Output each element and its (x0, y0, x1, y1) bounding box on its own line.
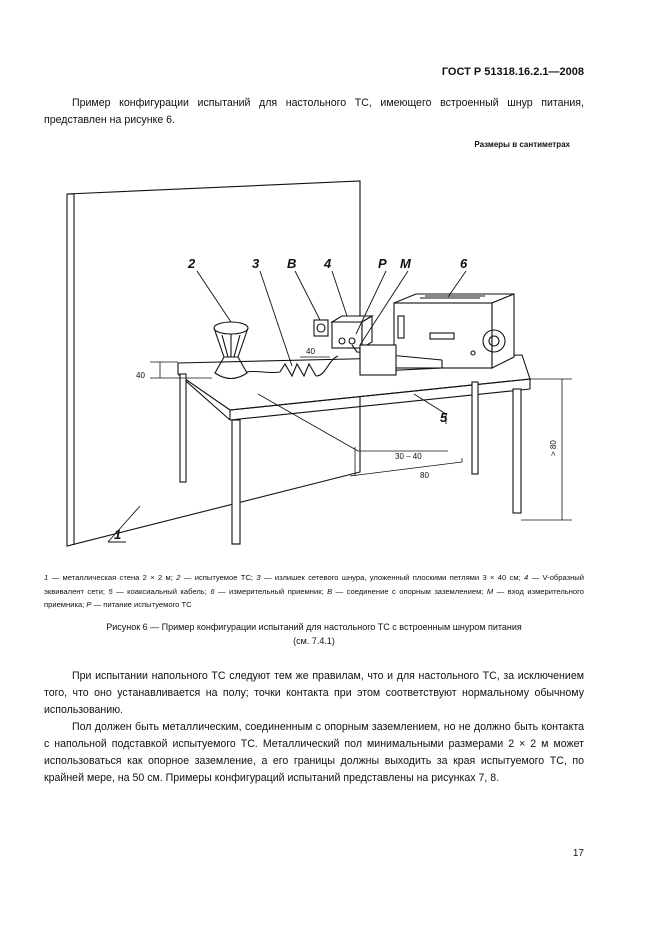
cord-loops (245, 355, 339, 378)
callout-3: 3 (252, 256, 260, 271)
legend-key-m: М (486, 586, 494, 596)
table (177, 354, 531, 545)
coax-cable (351, 344, 443, 376)
legend-item-m: — вход измерительного приемника; (44, 586, 584, 610)
dim-30-40: 30 – 40 (395, 452, 422, 461)
legend-item-5: — коаксиальный кабель; (112, 586, 211, 596)
paragraph-metal-floor: Пол должен быть металлическим, соединенн… (44, 721, 584, 784)
legend-item-2: — испытуемое ТС; (180, 573, 257, 582)
legend-item-4: — V-образный эквивалент сети; (44, 573, 585, 596)
eut-device (213, 321, 249, 380)
caption-reference: (см. 7.4.1) (293, 636, 335, 646)
callout-p: Р (378, 256, 387, 271)
legend-item-b: — соединение с опорным заземлением; (332, 586, 487, 596)
lisn (330, 315, 374, 349)
legend-item-3: — излишек сетевого шнура, уложенный плос… (260, 573, 525, 582)
callout-6: 6 (460, 256, 468, 271)
legend-key-6: 6 (210, 586, 215, 596)
legend-key-p: Р (86, 600, 92, 609)
callout-4: 4 (323, 256, 332, 271)
callout-m: М (400, 256, 412, 271)
paragraph-floor-eut: При испытании напольного ТС следуют тем … (44, 670, 584, 716)
figure-caption: Рисунок 6 — Пример конфигурации испытани… (44, 620, 584, 648)
page-number: 17 (572, 848, 584, 859)
dim-40-top: 40 (306, 347, 315, 356)
callout-wall: 1 (114, 527, 121, 542)
legend-key-2: 2 (176, 573, 181, 582)
document-header: ГОСТ Р 51318.16.2.1—2008 (441, 66, 584, 78)
dim-40-left: 40 (136, 371, 145, 380)
intro-paragraph: Пример конфигурации испытаний для настол… (44, 97, 584, 126)
legend-item-1: — металлическая стена 2 × 2 м; (48, 573, 177, 582)
ground-connection (313, 319, 329, 337)
legend-key-3: 3 (256, 573, 261, 582)
callout-5: 5 (440, 410, 448, 425)
caption-title: Рисунок 6 — Пример конфигурации испытани… (106, 622, 522, 632)
legend-key-5: 5 (108, 586, 113, 596)
dim-80-height: > 80 (549, 440, 558, 456)
callout-b: В (287, 256, 296, 271)
legend-item-p: — питание испытуемого ТС (91, 600, 192, 609)
legend-item-6: — измерительный приемник; (214, 586, 328, 596)
dim-80-front: 80 (420, 471, 429, 480)
legend-key-b: В (327, 586, 333, 596)
callout-1: 2 (187, 256, 196, 271)
legend-key-4: 4 (524, 573, 529, 582)
dimensions-note: Размеры в сантиметрах (474, 140, 570, 149)
figure-legend: 1 — металлическая стена 2 × 2 м; 2 — исп… (44, 571, 584, 612)
legend-key-1: 1 (44, 573, 49, 582)
measuring-receiver (393, 293, 515, 369)
